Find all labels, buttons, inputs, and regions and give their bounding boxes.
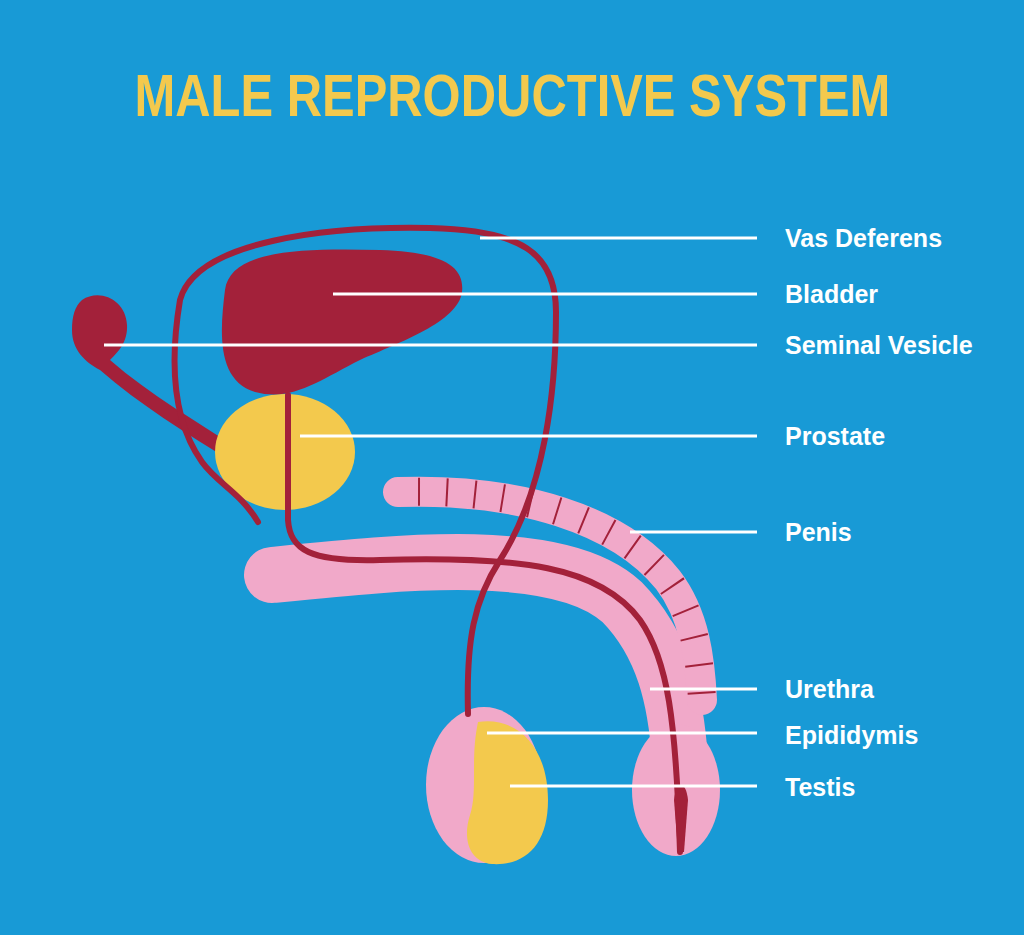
corpus-stripes [398, 492, 702, 700]
part-label: Bladder [785, 280, 878, 309]
vas-deferens [175, 228, 556, 714]
leader-line [650, 688, 757, 691]
leader-line [480, 237, 757, 240]
title: MALE REPRODUCTIVE SYSTEM [134, 61, 890, 130]
leader-line [333, 293, 757, 296]
bladder [222, 249, 462, 394]
urethra [288, 395, 680, 852]
part-label: Seminal Vesicle [785, 331, 973, 360]
leader-lines [104, 238, 757, 786]
part-label: Vas Deferens [785, 224, 942, 253]
leader-line [510, 785, 757, 788]
leader-line [630, 531, 757, 534]
urethra-opening [674, 785, 688, 852]
part-label: Prostate [785, 422, 885, 451]
corpus-band [398, 492, 702, 700]
part-label: Testis [785, 773, 855, 802]
leader-line [104, 344, 757, 347]
part-label: Penis [785, 518, 852, 547]
seminal-vesicle [72, 295, 240, 462]
part-label: Epididymis [785, 721, 918, 750]
leader-line [300, 435, 757, 438]
part-label: Urethra [785, 675, 874, 704]
leader-line [487, 732, 757, 735]
testis [467, 721, 548, 864]
